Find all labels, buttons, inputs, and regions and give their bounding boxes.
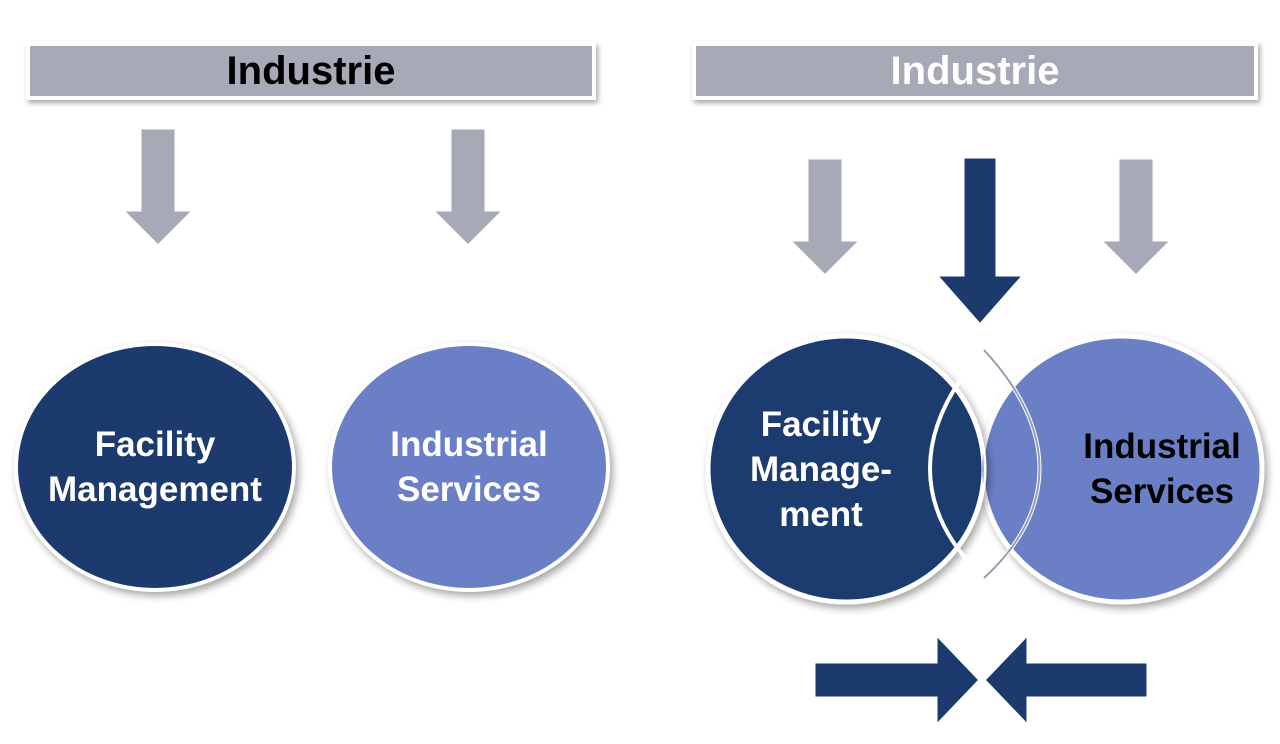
- fm-line-1: Facility: [94, 425, 216, 464]
- facility-management-circle: Facility Management: [14, 342, 296, 592]
- venn-fm-line-1: Facility: [760, 405, 882, 444]
- is-line-1: Industrial: [390, 425, 548, 464]
- venn-facility-management-label: Facility Manage- ment: [726, 402, 916, 537]
- right-industrie-label: Industrie: [890, 48, 1060, 93]
- venn-is-line-2: Services: [1089, 472, 1235, 511]
- right-arrow-to-overlap: [932, 155, 1028, 328]
- industrial-services-circle: Industrial Services: [328, 342, 610, 592]
- converge-arrow-right: [812, 630, 983, 730]
- left-arrow-to-industrial-services: [428, 126, 508, 249]
- left-industrie-header: Industrie: [26, 42, 596, 100]
- venn-fm-line-3: ment: [779, 495, 863, 534]
- left-arrow-to-facility-management: [118, 126, 198, 249]
- venn-is-line-1: Industrial: [1083, 427, 1241, 466]
- is-line-2: Services: [396, 470, 542, 509]
- venn-industrial-services-label: Industrial Services: [1064, 424, 1260, 514]
- converge-arrow-left: [981, 630, 1150, 730]
- fm-line-2: Management: [48, 470, 262, 509]
- right-arrow-to-facility-management: [785, 156, 865, 279]
- venn-fm-line-2: Manage-: [750, 450, 892, 489]
- left-industrie-label: Industrie: [226, 48, 396, 93]
- right-industrie-header: Industrie: [692, 42, 1258, 100]
- right-arrow-to-industrial-services: [1096, 156, 1176, 279]
